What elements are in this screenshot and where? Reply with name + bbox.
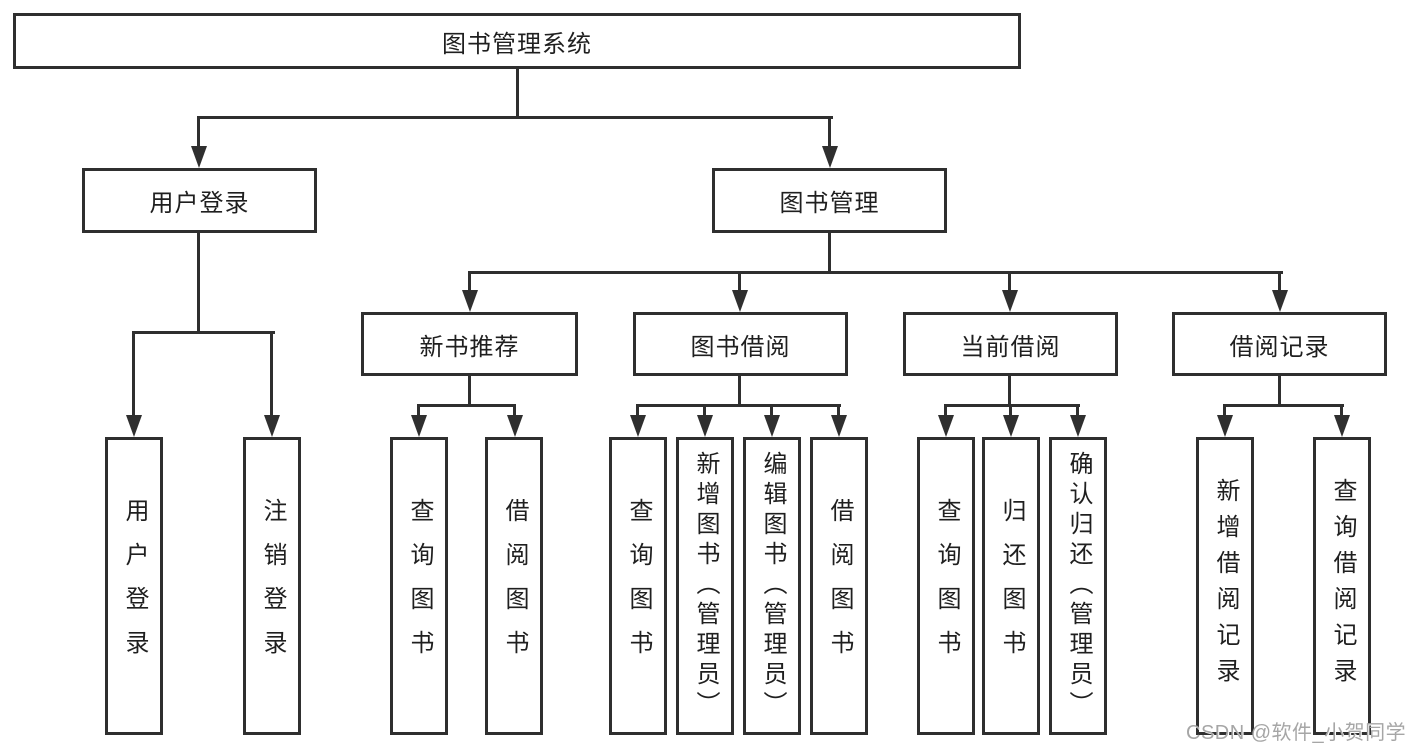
connector-line [738, 271, 741, 291]
leaf-query-books: 查询图书 [390, 437, 448, 735]
connector-line [197, 116, 200, 150]
connector-line [738, 376, 741, 406]
node-current-borrow: 当前借阅 [903, 312, 1118, 376]
arrow-down-icon [507, 415, 523, 437]
arrow-down-icon [1272, 290, 1288, 312]
connector-line [1340, 404, 1343, 418]
connector-line [468, 376, 471, 406]
connector-line [468, 271, 1283, 274]
node-borrow-records: 借阅记录 [1172, 312, 1387, 376]
connector-line [197, 116, 833, 119]
leaf-add-borrow-record: 新增借阅记录 [1196, 437, 1254, 735]
leaf-return-books: 归还图书 [982, 437, 1040, 735]
arrow-down-icon [264, 415, 280, 437]
connector-line [1278, 376, 1281, 406]
arrow-down-icon [697, 415, 713, 437]
leaf-edit-books-admin: 编辑图书（管理员） [743, 437, 801, 735]
connector-line [1076, 404, 1079, 418]
leaf-borrow-books: 借阅图书 [485, 437, 543, 735]
connector-line [1008, 376, 1011, 406]
leaf-user-login: 用户登录 [105, 437, 163, 735]
connector-line [837, 404, 840, 418]
arrow-down-icon [1003, 415, 1019, 437]
connector-line [132, 331, 135, 416]
connector-line [828, 116, 831, 150]
arrow-down-icon [831, 415, 847, 437]
arrow-down-icon [126, 415, 142, 437]
arrow-down-icon [1217, 415, 1233, 437]
node-book-borrow: 图书借阅 [633, 312, 848, 376]
leaf-query-borrow-record: 查询借阅记录 [1313, 437, 1371, 735]
leaf-borrow-books: 借阅图书 [810, 437, 868, 735]
node-new-book-recommend: 新书推荐 [361, 312, 578, 376]
connector-line [1223, 404, 1344, 407]
connector-line [1278, 271, 1281, 291]
connector-line [270, 331, 273, 416]
connector-line [1008, 271, 1011, 291]
connector-line [1223, 404, 1226, 418]
connector-line [417, 404, 516, 407]
arrow-down-icon [1334, 415, 1350, 437]
node-library-system: 图书管理系统 [13, 13, 1021, 69]
node-book-management: 图书管理 [712, 168, 947, 233]
arrow-down-icon [938, 415, 954, 437]
arrow-down-icon [822, 146, 838, 168]
connector-line [513, 404, 516, 418]
arrow-down-icon [764, 415, 780, 437]
connector-line [133, 331, 275, 334]
arrow-down-icon [411, 415, 427, 437]
connector-line [944, 404, 947, 418]
leaf-query-books: 查询图书 [609, 437, 667, 735]
connector-line [197, 233, 200, 333]
connector-line [944, 404, 1080, 407]
leaf-add-books-admin: 新增图书（管理员） [676, 437, 734, 735]
connector-line [828, 233, 831, 274]
connector-line [636, 404, 639, 418]
connector-line [636, 404, 841, 407]
arrow-down-icon [630, 415, 646, 437]
leaf-logout: 注销登录 [243, 437, 301, 735]
leaf-confirm-return-admin: 确认归还（管理员） [1049, 437, 1107, 735]
arrow-down-icon [191, 146, 207, 168]
connector-line [516, 69, 519, 118]
csdn-watermark: CSDN @软件_小贺同学 [1186, 722, 1405, 744]
connector-line [703, 404, 706, 418]
node-user-login: 用户登录 [82, 168, 317, 233]
arrow-down-icon [462, 290, 478, 312]
arrow-down-icon [1070, 415, 1086, 437]
arrow-down-icon [732, 290, 748, 312]
connector-line [417, 404, 420, 418]
connector-line [468, 271, 471, 291]
connector-line [770, 404, 773, 418]
leaf-query-books: 查询图书 [917, 437, 975, 735]
arrow-down-icon [1002, 290, 1018, 312]
connector-line [1009, 404, 1012, 418]
